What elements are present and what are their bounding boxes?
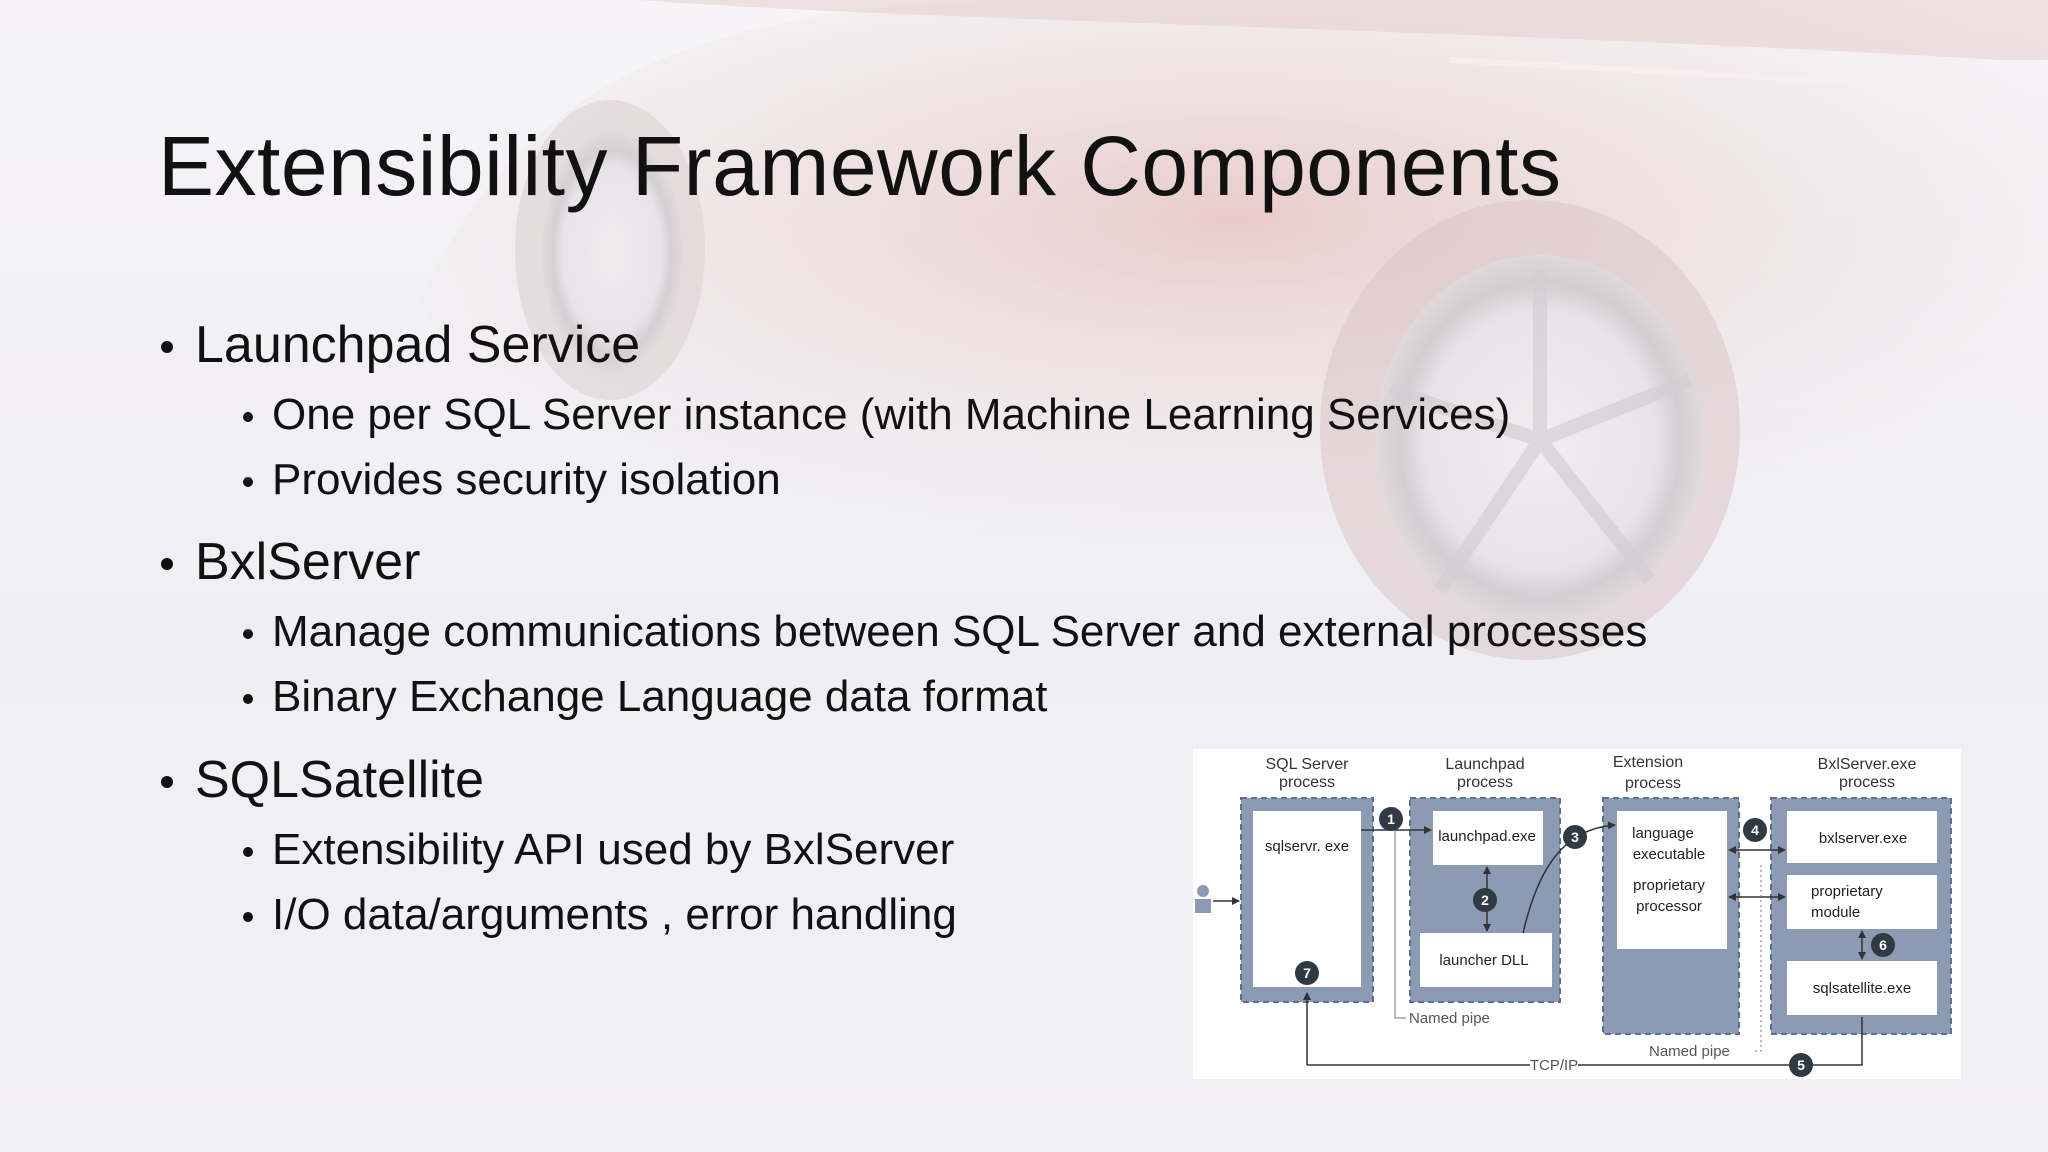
sub-bullet-text: Provides security isolation — [272, 455, 781, 504]
bxlserver-process-header: BxlServer.exe — [1818, 756, 1917, 773]
sub-bullet: Extensibility API used by BxlServer — [243, 825, 955, 875]
sub-bullet-text: I/O data/arguments , error handling — [272, 890, 957, 939]
bullet-text: SQLSatellite — [195, 751, 485, 809]
bullet-text: BxlServer — [195, 533, 421, 591]
sub-bullet: Provides security isolation — [243, 455, 781, 505]
launchpad-exe-label: launchpad.exe — [1438, 828, 1536, 845]
tcp-ip-label-bg — [1530, 1056, 1578, 1074]
bullet-text: Launchpad Service — [195, 316, 641, 374]
proprietary-module-label-sub: module — [1811, 904, 1860, 921]
svg-text:5: 5 — [1797, 1057, 1805, 1073]
sqlservr-exe-box — [1253, 811, 1361, 987]
language-executable-label-sub: executable — [1633, 846, 1706, 863]
bullet-dot — [161, 558, 173, 570]
named-pipe-1-label: Named pipe — [1409, 1010, 1490, 1027]
named-pipe-2-line — [1753, 865, 1762, 1052]
proprietary-processor-label: proprietary — [1633, 877, 1705, 894]
bxlserver-exe-box — [1787, 811, 1937, 863]
svg-text:6: 6 — [1879, 937, 1887, 953]
sub-bullet-text: Extensibility API used by BxlServer — [272, 825, 955, 874]
launchpad-exe-box — [1433, 811, 1543, 865]
bullet-dot — [243, 694, 253, 704]
language-executable-label: language — [1632, 825, 1694, 842]
extension-process-header: Extension — [1613, 754, 1683, 771]
step-4-badge: 4 — [1743, 818, 1767, 842]
proprietary-module-label: proprietary — [1811, 883, 1883, 900]
sub-bullet: I/O data/arguments , error handling — [243, 890, 957, 940]
step-1-badge: 1 — [1379, 807, 1403, 831]
step-6-badge: 6 — [1871, 933, 1895, 957]
launcher-dll-box — [1420, 933, 1552, 987]
extension-process-header-sub: process — [1625, 775, 1681, 792]
svg-text:4: 4 — [1751, 822, 1759, 838]
svg-text:1: 1 — [1387, 811, 1395, 827]
sqlsatellite-exe-box — [1787, 961, 1937, 1015]
proprietary-processor-label-sub: processor — [1636, 898, 1702, 915]
proprietary-module-box — [1787, 875, 1937, 929]
bullet-dot — [161, 776, 173, 788]
bullet-launchpad-service: Launchpad Service — [161, 315, 641, 375]
bullet-dot — [243, 847, 253, 857]
sub-bullet: Binary Exchange Language data format — [243, 672, 1048, 722]
sql-server-process-header: SQL Server — [1266, 756, 1350, 773]
named-pipe-2-label: Named pipe — [1649, 1043, 1730, 1060]
named-pipe-1-line — [1394, 807, 1406, 1019]
bullet-dot — [243, 629, 253, 639]
sub-bullet: Manage communications between SQL Server… — [243, 607, 1648, 657]
bullet-dot — [161, 341, 173, 353]
slide-title: Extensibility Framework Components — [158, 119, 1562, 213]
svg-text:3: 3 — [1571, 829, 1579, 845]
bullet-dot — [243, 912, 253, 922]
sub-bullet-text: Binary Exchange Language data format — [272, 672, 1048, 721]
step-2-badge: 2 — [1473, 888, 1497, 912]
sqlservr-exe-label: sqlservr. exe — [1265, 838, 1349, 855]
bullet-bxlserver: BxlServer — [161, 532, 421, 592]
svg-text:2: 2 — [1481, 892, 1489, 908]
bullet-sqlsatellite: SQLSatellite — [161, 750, 485, 810]
sql-server-process-header-sub: process — [1279, 774, 1335, 791]
sqlsatellite-exe-label: sqlsatellite.exe — [1813, 980, 1911, 997]
sub-bullet: One per SQL Server instance (with Machin… — [243, 390, 1511, 440]
architecture-diagram: SQL Server process Launchpad process Ext… — [1193, 749, 1961, 1079]
launchpad-process-header: Launchpad — [1445, 756, 1524, 773]
svg-text:7: 7 — [1303, 965, 1311, 981]
bullet-dot — [243, 477, 253, 487]
sub-bullet-text: One per SQL Server instance (with Machin… — [272, 390, 1511, 439]
launcher-to-extension-arrow — [1522, 821, 1616, 934]
step-7-badge: 7 — [1295, 961, 1319, 985]
tcp-ip-label: TCP/IP — [1530, 1057, 1578, 1074]
bullet-dot — [243, 412, 253, 422]
launcher-dll-label: launcher DLL — [1439, 952, 1528, 969]
bxlserver-process-header-sub: process — [1839, 774, 1895, 791]
user-icon — [1195, 885, 1211, 913]
step-3-badge: 3 — [1563, 825, 1587, 849]
bxlserver-exe-label: bxlserver.exe — [1819, 830, 1907, 847]
step-5-badge: 5 — [1789, 1053, 1813, 1077]
launchpad-process-header-sub: process — [1457, 774, 1513, 791]
sub-bullet-text: Manage communications between SQL Server… — [272, 607, 1648, 656]
language-executable-box — [1617, 811, 1727, 949]
